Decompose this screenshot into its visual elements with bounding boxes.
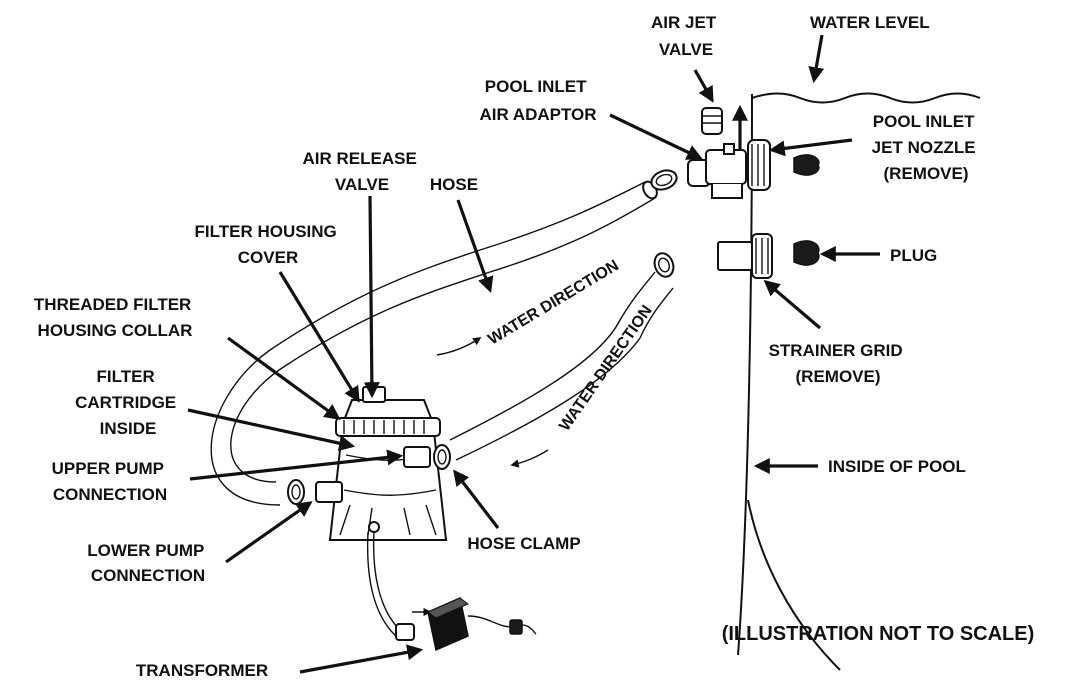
label-water-level: WATER LEVEL [810, 13, 930, 32]
label-hose: HOSE [430, 175, 478, 194]
leader-strainer-grid [763, 279, 822, 330]
label-transformer: TRANSFORMER [136, 661, 268, 680]
label-filter-housing-cover: FILTER HOUSING COVER [194, 222, 341, 267]
label-plug: PLUG [890, 246, 937, 265]
label-upper-pump-connection: UPPER PUMP CONNECTION [52, 459, 169, 504]
not-to-scale-note: (ILLUSTRATION NOT TO SCALE) [722, 623, 1035, 645]
hose-clamp-lower [287, 479, 305, 505]
transformer-part [395, 596, 537, 652]
leader-pool-inlet-air-adaptor [609, 113, 703, 160]
label-pool-inlet-jet-nozzle: POOL INLET JET NOZZLE (REMOVE) [872, 112, 981, 183]
filter-pump-unit [315, 386, 448, 639]
leader-air-release-valve [363, 195, 380, 399]
water-direction-arrow-lower [510, 449, 549, 468]
lower-hose [449, 271, 674, 461]
leader-filter-housing-cover [278, 271, 360, 403]
label-inside-of-pool: INSIDE OF POOL [828, 457, 966, 476]
label-air-release-valve: AIR RELEASE VALVE [302, 149, 421, 194]
label-lower-pump-connection: LOWER PUMP CONNECTION [87, 541, 209, 585]
hose-clamp-outlet [653, 252, 675, 278]
label-pool-inlet-air-adaptor: POOL INLET AIR ADAPTOR [479, 77, 596, 124]
label-strainer-grid: STRAINER GRID (REMOVE) [769, 341, 908, 386]
label-air-jet-valve: AIR JET VALVE [651, 13, 721, 59]
air-jet-valve-part [701, 107, 723, 135]
label-hose-clamp: HOSE CLAMP [467, 534, 580, 553]
leader-water-level [808, 34, 825, 84]
leader-pool-inlet-jet-nozzle [768, 138, 853, 157]
water-direction-label-lower: WATER DIRECTION [556, 302, 655, 434]
leader-threaded-filter-housing-collar [227, 336, 341, 420]
leader-filter-cartridge-inside [187, 408, 356, 452]
hose-clamp-inlet [650, 169, 678, 191]
upper-hose [210, 180, 658, 506]
pool-inlet-jet-nozzle-part [747, 139, 820, 191]
plug-part [793, 240, 820, 266]
leader-hose-clamp [453, 469, 500, 529]
water-direction-label-upper: WATER DIRECTION [485, 257, 622, 348]
leader-air-jet-valve [693, 69, 714, 103]
leader-lower-pump-connection [225, 501, 313, 564]
water-direction-arrow-upper [436, 337, 482, 356]
leader-transformer [299, 644, 424, 674]
label-threaded-filter-housing-collar: THREADED FILTER HOUSING COLLAR [34, 295, 196, 340]
water-level-line [751, 92, 981, 104]
leader-upper-pump-connection [189, 449, 404, 481]
leader-hose [456, 199, 494, 294]
strainer-grid-part [717, 233, 773, 279]
label-filter-cartridge-inside: FILTER CARTRIDGE INSIDE [75, 367, 181, 438]
pool-inlet-air-adaptor-part [687, 143, 747, 199]
hose-clamp-upper [433, 444, 451, 470]
